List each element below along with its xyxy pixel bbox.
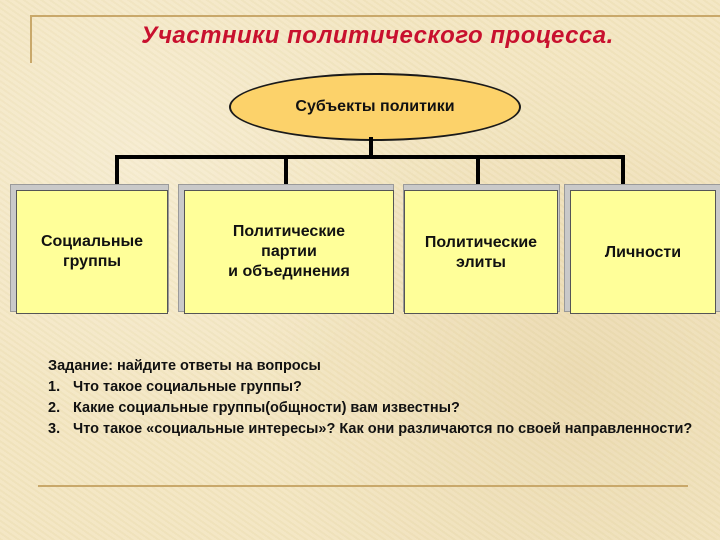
root-connector [369, 137, 373, 157]
question-number: 1. [48, 379, 61, 395]
question-number: 2. [48, 400, 61, 416]
root-node-label: Субъекты политики [295, 98, 455, 115]
task-heading: Задание: найдите ответы на вопросы [48, 358, 321, 374]
question-text: Что такое «социальные интересы»? Как они… [73, 421, 693, 437]
node-social-groups: Социальные группы [16, 190, 168, 314]
task-block: Задание: найдите ответы на вопросы 1. Чт… [48, 356, 713, 440]
node-political-elites: Политические элиты [404, 190, 558, 314]
bottom-frame-line [38, 485, 688, 487]
node-personalities: Личности [570, 190, 716, 314]
question-item: 3. Что такое «социальные интересы»? Как … [48, 419, 713, 440]
question-text: Какие социальные группы(общности) вам из… [73, 400, 460, 416]
drop-connector-1 [115, 155, 119, 187]
question-list: 1. Что такое социальные группы? 2. Какие… [48, 377, 713, 440]
root-node: Субъекты политики [229, 73, 521, 141]
drop-connector-4 [621, 155, 625, 187]
slide-title: Участники политического процесса. [141, 22, 614, 49]
question-item: 2. Какие социальные группы(общности) вам… [48, 398, 713, 419]
top-frame-line [30, 15, 720, 17]
question-text: Что такое социальные группы? [73, 379, 302, 395]
question-number: 3. [48, 421, 61, 437]
node-political-parties: Политические партии и объединения [184, 190, 394, 314]
left-frame-line [30, 15, 32, 63]
horizontal-bus [115, 155, 625, 159]
drop-connector-2 [284, 155, 288, 192]
question-item: 1. Что такое социальные группы? [48, 377, 713, 398]
drop-connector-3 [476, 155, 480, 192]
